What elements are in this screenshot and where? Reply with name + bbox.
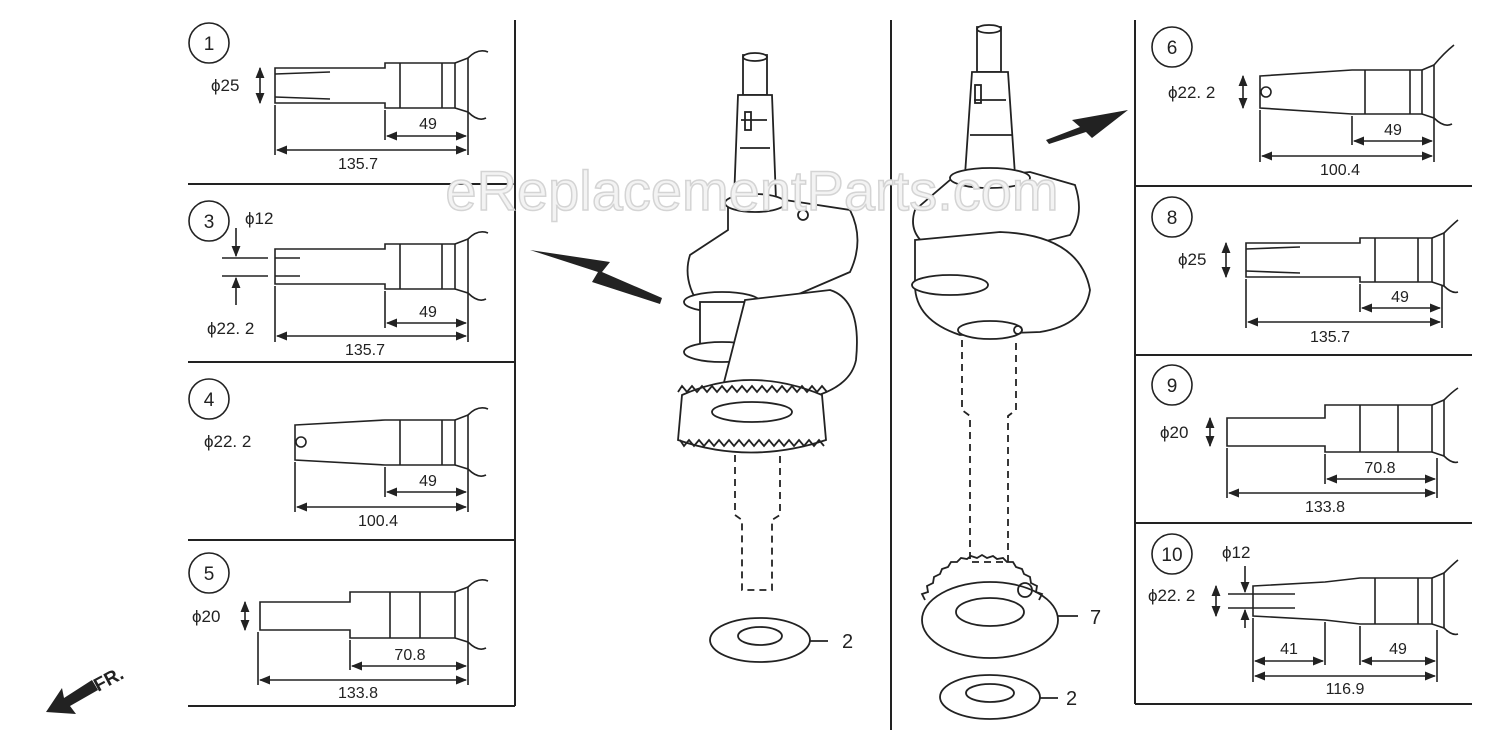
watermark-text: eReplacementParts.com: [445, 159, 1058, 222]
diameter-label: ϕ25: [1178, 250, 1206, 269]
shaft-panel-3: 3 ϕ12 ϕ22. 2 49 135.7: [188, 200, 489, 359]
diameter-bottom-label: ϕ22. 2: [207, 319, 254, 338]
total-length-label: 135.7: [338, 156, 378, 173]
shaft-panel-1: 1 ϕ25 49 135.7: [188, 22, 489, 173]
dimension-label: 49: [1384, 122, 1402, 139]
dimension-label: 70.8: [1364, 460, 1395, 477]
dimension-label: 70.8: [394, 647, 425, 664]
panel-number: 1: [204, 34, 215, 55]
direction-label: FR.: [90, 664, 127, 697]
panel-number: 9: [1167, 376, 1178, 397]
total-length-label: 133.8: [338, 685, 378, 702]
panel-number: 4: [204, 390, 215, 411]
total-length-label: 100.4: [1320, 162, 1360, 179]
callout-2-right: 2: [1066, 688, 1077, 710]
diameter-label: ϕ22. 2: [1148, 586, 1195, 605]
shaft-panel-10: 10 ϕ12 ϕ22. 2 41 49 116.9: [1148, 533, 1459, 698]
panel-number: 5: [204, 564, 215, 585]
crankshaft-left-illustration: [677, 52, 859, 663]
panel-number: 6: [1167, 38, 1178, 59]
shaft-panel-6: 6 ϕ22. 2 49 100.4: [1151, 26, 1455, 179]
shaft-panel-9: 9 ϕ20 70.8 133.8: [1151, 364, 1459, 516]
diameter-top-label: ϕ12: [1222, 543, 1250, 562]
crankshaft-right-illustration: [911, 24, 1091, 720]
diameter-label: ϕ20: [1160, 423, 1188, 442]
shaft-panel-8: 8 ϕ25 49 135.7: [1151, 196, 1459, 346]
diameter-label: ϕ20: [192, 607, 220, 626]
total-length-label: 116.9: [1326, 681, 1365, 698]
callout-7: 7: [1090, 607, 1101, 629]
pointer-arrow-right-icon: [1046, 110, 1128, 144]
pointer-arrow-left-icon: [530, 250, 662, 304]
dimension-label: 49: [419, 116, 437, 133]
dimension-label: 49: [419, 304, 437, 321]
panel-number: 3: [204, 212, 215, 233]
total-length-label: 135.7: [345, 342, 385, 359]
panel-number: 8: [1167, 208, 1178, 229]
diameter-top-label: ϕ12: [245, 209, 273, 228]
total-length-label: 100.4: [358, 513, 398, 530]
total-length-label: 133.8: [1305, 499, 1345, 516]
panel-frame: [188, 20, 1472, 730]
diameter-label: ϕ22. 2: [1168, 83, 1215, 102]
dimension-label: 49: [1391, 289, 1409, 306]
dimension-label-left: 41: [1280, 641, 1298, 658]
diameter-label: ϕ25: [211, 76, 239, 95]
direction-arrow-icon: [46, 680, 98, 714]
callout-2-left: 2: [842, 631, 853, 653]
dimension-label: 49: [419, 473, 437, 490]
panel-number: 10: [1161, 545, 1182, 566]
shaft-panel-4: 4 ϕ22. 2 49 100.4: [188, 378, 489, 530]
dimension-label: 49: [1389, 641, 1407, 658]
diameter-label: ϕ22. 2: [204, 432, 251, 451]
shaft-panel-5: 5 ϕ20 70.8 133.8: [188, 552, 489, 702]
total-length-label: 135.7: [1310, 329, 1350, 346]
